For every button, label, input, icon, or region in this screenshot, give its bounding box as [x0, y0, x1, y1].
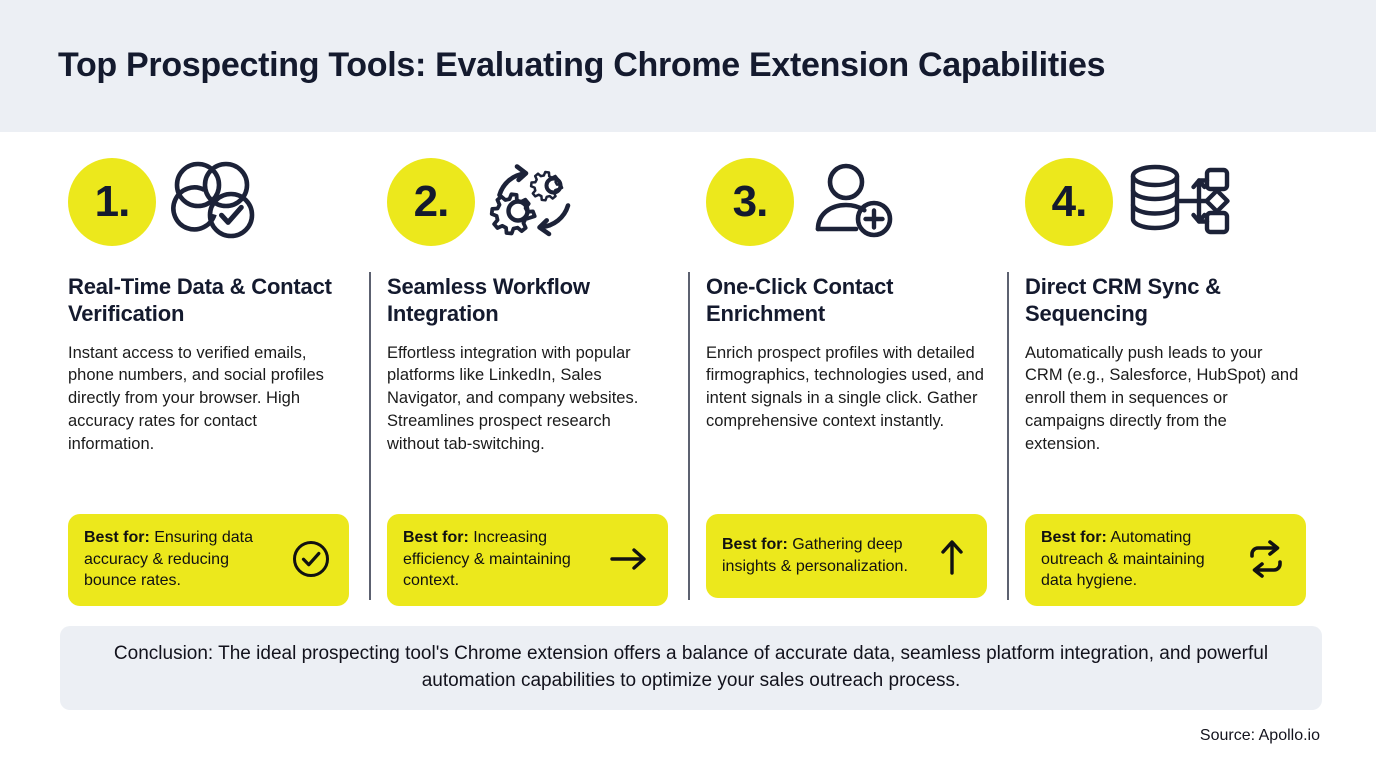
- sync-loop-icon: [1244, 539, 1292, 579]
- column-badge-row: 3.: [706, 148, 987, 256]
- best-for-label: Best for:: [1041, 529, 1107, 546]
- column-body: Enrich prospect profiles with detailed f…: [706, 343, 984, 430]
- column-badge-row: 2.: [387, 148, 668, 256]
- column-heading: One-Click Contact Enrichment: [706, 274, 894, 326]
- step-number-label: 4.: [1051, 177, 1088, 226]
- feature-column-3: 3. One-Click Contact Enrichment Enrich p…: [688, 148, 1007, 618]
- best-for-text: Best for: Gathering deep insights & pers…: [722, 534, 927, 577]
- column-heading: Real-Time Data & Contact Verification: [68, 274, 332, 326]
- step-number-label: 1.: [94, 177, 131, 226]
- best-for-pill: Best for: Gathering deep insights & pers…: [706, 514, 987, 598]
- best-for-text: Best for: Ensuring data accuracy & reduc…: [84, 527, 283, 592]
- arrow-right-icon: [608, 543, 654, 575]
- step-number-badge: 1.: [68, 158, 156, 246]
- database-flow-icon: [1125, 157, 1231, 247]
- step-number-label: 2.: [413, 177, 450, 226]
- column-body: Effortless integration with popular plat…: [387, 343, 639, 453]
- overlapping-circles-check-icon: [168, 157, 264, 247]
- feature-columns: 1. Real-Time Data & Contact Verification…: [50, 148, 1326, 618]
- header-band: Top Prospecting Tools: Evaluating Chrome…: [0, 0, 1376, 132]
- best-for-pill: Best for: Increasing efficiency & mainta…: [387, 514, 668, 606]
- conclusion-text: Conclusion: The ideal prospecting tool's…: [113, 643, 1269, 691]
- column-heading: Seamless Workflow Integration: [387, 274, 590, 326]
- column-body: Automatically push leads to your CRM (e.…: [1025, 343, 1299, 453]
- feature-column-4: 4.: [1007, 148, 1326, 618]
- column-badge-row: 1.: [68, 148, 349, 256]
- feature-column-1: 1. Real-Time Data & Contact Verification…: [50, 148, 369, 618]
- step-number-badge: 3.: [706, 158, 794, 246]
- column-divider: [1007, 272, 1009, 600]
- step-number-label: 3.: [732, 177, 769, 226]
- best-for-label: Best for:: [722, 535, 788, 553]
- best-for-value: Increasing efficiency & maintaining cont…: [403, 529, 571, 590]
- gears-refresh-icon: [487, 157, 583, 247]
- step-number-badge: 4.: [1025, 158, 1113, 246]
- best-for-value: Ensuring data accuracy & reducing bounce…: [84, 529, 253, 590]
- column-heading: Direct CRM Sync & Sequencing: [1025, 274, 1221, 326]
- column-body: Instant access to verified emails, phone…: [68, 343, 324, 453]
- arrow-up-icon: [935, 535, 973, 577]
- person-plus-icon: [806, 157, 902, 247]
- column-divider: [369, 272, 371, 600]
- page-title: Top Prospecting Tools: Evaluating Chrome…: [58, 46, 1106, 85]
- best-for-label: Best for:: [84, 529, 150, 546]
- column-badge-row: 4.: [1025, 148, 1306, 256]
- source-attribution: Source: Apollo.io: [1199, 727, 1320, 744]
- best-for-value: Automating outreach & maintaining data h…: [1041, 529, 1205, 590]
- check-circle-icon: [291, 539, 335, 579]
- conclusion-panel: Conclusion: The ideal prospecting tool's…: [60, 626, 1322, 710]
- feature-column-2: 2. Seamless Work: [369, 148, 688, 618]
- step-number-badge: 2.: [387, 158, 475, 246]
- best-for-pill: Best for: Ensuring data accuracy & reduc…: [68, 514, 349, 606]
- best-for-label: Best for:: [403, 529, 469, 546]
- best-for-value: Gathering deep insights & personalizatio…: [722, 535, 908, 575]
- best-for-pill: Best for: Automating outreach & maintain…: [1025, 514, 1306, 606]
- best-for-text: Best for: Automating outreach & maintain…: [1041, 527, 1236, 592]
- column-divider: [688, 272, 690, 600]
- best-for-text: Best for: Increasing efficiency & mainta…: [403, 527, 600, 592]
